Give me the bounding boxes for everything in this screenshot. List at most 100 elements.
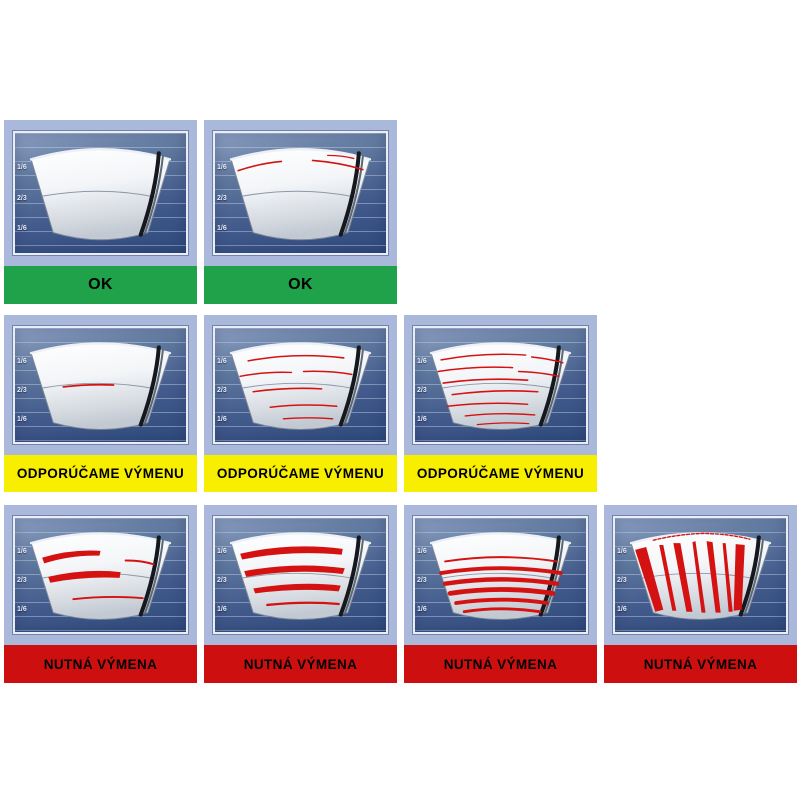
windshield-diagram: 1/6 2/3 1/6 [204,120,397,266]
fan-path [343,349,364,425]
zone-label: 1/6 [617,605,627,613]
status-bar: ODPORÚČAME VÝMENU [4,455,197,492]
fan-path [543,349,564,425]
zone-label: 1/6 [417,547,427,555]
fan-path [237,160,283,172]
fan-path [442,382,557,390]
zone-label: 1/6 [217,164,227,172]
fan-path [429,532,572,545]
zone-label: 1/6 [217,225,227,233]
zone-label: 1/6 [17,357,27,365]
fan-path [42,382,157,390]
zone-label: 1/6 [617,547,627,555]
fan-path [454,597,549,605]
fan-path [462,607,542,614]
status-bar: ODPORÚČAME VÝMENU [204,455,397,492]
windshield-panel: 1/6 2/3 1/6 [213,131,388,255]
wiper-fan-graphic [29,342,172,430]
zone-label: 2/3 [417,387,427,395]
fan-path [62,383,115,388]
wiper-fan-graphic [229,148,372,241]
zone-label: 2/3 [17,195,27,203]
fan-path [143,155,164,235]
wear-smear [240,546,343,560]
windshield-panel: 1/6 2/3 1/6 [413,326,588,444]
fan-path [29,148,172,161]
zone-label: 1/6 [17,605,27,613]
status-label: NUTNÁ VÝMENA [443,656,558,672]
fan-path [464,412,536,417]
windshield-panel: 1/6 2/3 1/6 [13,516,188,634]
fan-path [242,572,357,580]
zone-label: 2/3 [217,387,227,395]
status-bar: NUTNÁ VÝMENA [604,645,797,683]
fan-path [442,572,557,580]
fan-path [302,370,353,376]
fan-path [439,566,563,575]
status-label: NUTNÁ VÝMENA [243,656,358,672]
fan-path [29,342,172,355]
status-label: NUTNÁ VÝMENA [43,656,158,672]
zone-label: 2/3 [17,387,27,395]
fan-path [138,535,161,617]
status-label: OK [288,276,313,293]
fan-path [444,556,558,563]
zone-label: 1/6 [417,415,427,423]
wear-smear [42,550,101,564]
fan-path [242,190,357,198]
zone-label: 2/3 [217,195,227,203]
fan-path [229,148,372,161]
wear-smear [48,570,121,583]
fan-path [266,601,340,607]
zone-label: 2/3 [217,577,227,585]
fan-path [442,378,529,384]
wear-smear [692,541,706,613]
zone-label: 1/6 [217,547,227,555]
fan-path [138,151,161,237]
fan-path [229,342,372,355]
fan-path [738,535,761,617]
status-label: ODPORÚČAME VÝMENU [416,466,585,481]
wear-smear [635,546,664,612]
fan-path [143,349,164,425]
fan-path [543,539,564,615]
fan-path [42,190,157,198]
fan-path [311,159,364,171]
wear-smear [673,543,693,612]
fan-path [338,345,361,427]
windshield-panel: 1/6 2/3 1/6 [213,516,388,634]
zone-label: 1/6 [17,164,27,172]
wiper-fan-graphic [629,532,772,620]
fan-path [338,151,361,237]
windshield-diagram: 1/6 2/3 1/6 [404,315,597,455]
fan-path [247,354,345,362]
wear-smear [722,543,733,612]
zone-label: 1/6 [217,605,227,613]
zone-label: 1/6 [17,547,27,555]
fan-path [652,532,751,541]
fan-path [343,155,364,235]
fan-path [517,370,560,378]
status-bar: ODPORÚČAME VÝMENU [404,455,597,492]
zone-label: 2/3 [17,577,27,585]
fan-path [451,390,539,396]
wear-smear [659,545,677,611]
wiper-fan-graphic [429,532,572,620]
status-bar: OK [4,266,197,304]
zone-label: 1/6 [417,605,427,613]
zone-label: 1/6 [417,357,427,365]
fan-path [138,345,161,427]
fan-path [143,539,164,615]
fan-path [437,366,514,373]
fan-path [343,539,364,615]
